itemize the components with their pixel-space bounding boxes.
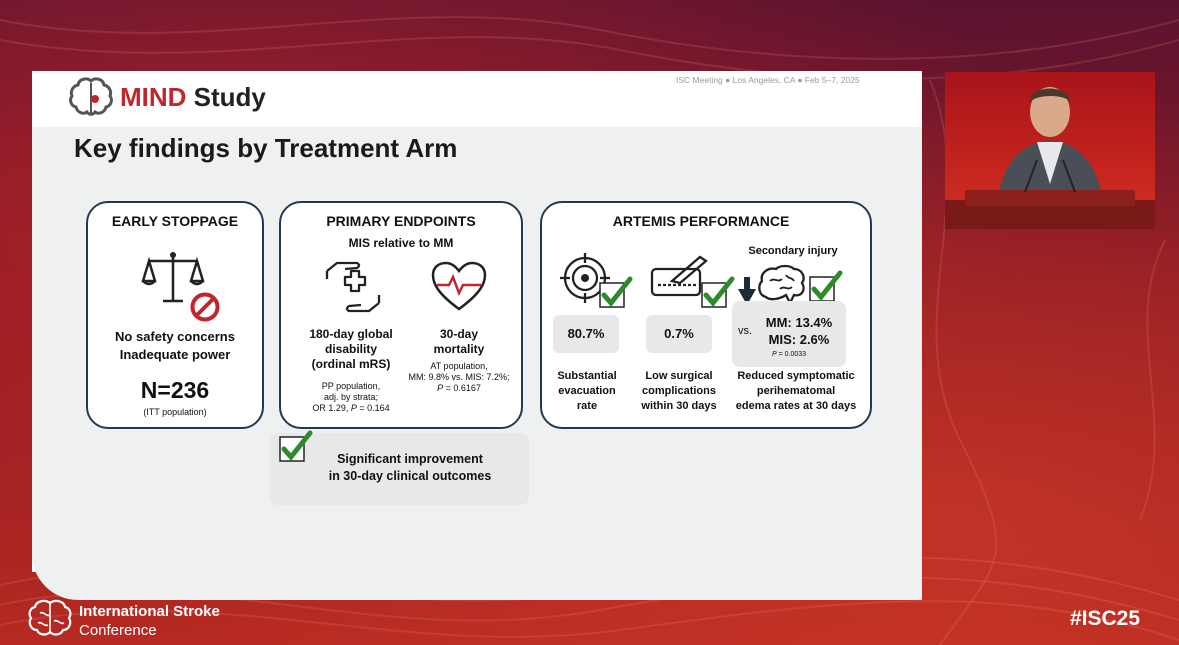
- mortality-detail3: P = 0.6167: [397, 383, 521, 394]
- hand-cross-icon: [325, 261, 381, 313]
- checkmark-icon: [599, 276, 633, 308]
- conference-name-line1: International Stroke: [79, 603, 220, 620]
- secondary-p-label: P: [771, 351, 777, 358]
- disability-or: OR 1.29,: [312, 403, 351, 413]
- speaker-figure: [945, 87, 1155, 229]
- scale-icon: [141, 252, 205, 303]
- primary-endpoints-subtitle: MIS relative to MM: [348, 236, 454, 250]
- conference-name-line2: Conference: [79, 622, 157, 639]
- mortality-p-label: P: [437, 383, 444, 393]
- early-stoppage-line1: No safety concerns: [115, 329, 235, 344]
- artemis-performance-box: ARTEMIS PERFORMANCE: [540, 201, 872, 429]
- early-stoppage-box: EARLY STOPPAGE No safety concerns Inadeq…: [86, 201, 264, 429]
- secondary-line3: edema rates at 30 days: [735, 400, 857, 412]
- significant-improvement-box: Significant improvement in 30-day clinic…: [270, 430, 529, 505]
- mm-rate: MM: 13.4%: [765, 315, 833, 330]
- evacuation-value: 80.7%: [553, 315, 619, 353]
- presentation-slide: MIND Study ISC Meeting ● Los Angeles, CA…: [32, 71, 922, 600]
- speaker-video: [945, 72, 1155, 229]
- mortality-title: 30-day mortality: [409, 327, 509, 357]
- secondary-line2: perihematomal: [756, 385, 836, 397]
- down-arrow-icon: [738, 277, 756, 305]
- vs-label: vs.: [738, 325, 753, 337]
- heart-rate-icon: [431, 261, 487, 311]
- checkmark-icon: [279, 430, 313, 462]
- checkmark-icon: [701, 276, 735, 308]
- target-icon: [560, 253, 610, 303]
- disability-p-value: = 0.164: [356, 403, 390, 413]
- significant-text: Significant improvement in 30-day clinic…: [310, 451, 510, 485]
- brain-icon: [758, 264, 805, 305]
- significant-line2: in 30-day clinical outcomes: [328, 469, 492, 483]
- itt-population: (ITT population): [143, 407, 207, 417]
- disability-p-label: P: [350, 403, 357, 413]
- primary-endpoints-title: PRIMARY ENDPOINTS: [326, 213, 476, 229]
- study-title-study: Study: [193, 82, 266, 112]
- hashtag: #ISC25: [1070, 607, 1141, 630]
- secondary-p-number: = 0.0033: [776, 351, 807, 358]
- early-stoppage-line2: Inadequate power: [119, 347, 231, 362]
- evacuation-caption: Substantial evacuation rate: [544, 369, 630, 414]
- n-value: N=236: [140, 377, 210, 403]
- mortality-line2: mortality: [433, 342, 485, 356]
- secondary-caption: Reduced symptomatic perihematomal edema …: [726, 369, 866, 414]
- mortality-detail2: MM: 9.8% vs. MIS: 7.2%;: [408, 372, 510, 382]
- disability-line1: 180-day global: [309, 327, 393, 341]
- meeting-info: ISC Meeting ● Los Angeles, CA ● Feb 5–7,…: [676, 75, 860, 85]
- surgical-caption: Low surgical complications within 30 day…: [634, 369, 724, 414]
- disability-title: 180-day global disability (ordinal mRS): [295, 327, 407, 372]
- checkmark-icon: [809, 270, 843, 302]
- disability-detail1: PP population,: [321, 381, 381, 391]
- slide-heading: Key findings by Treatment Arm: [74, 133, 458, 163]
- surgical-line1: Low surgical: [645, 370, 713, 382]
- study-title-mind: MIND: [120, 82, 187, 112]
- secondary-injury-panel: vs. MM: 13.4% MIS: 2.6% P = 0.0033: [732, 301, 846, 367]
- conference-name: International Stroke Conference: [79, 602, 220, 640]
- evacuation-line2: evacuation: [558, 385, 616, 397]
- surgical-line2: complications: [642, 385, 716, 397]
- isc-brain-logo-icon: [28, 599, 72, 636]
- disability-line3: (ordinal mRS): [311, 357, 391, 371]
- secondary-p-value: P = 0.0033: [754, 351, 824, 358]
- evacuation-line3: rate: [576, 400, 598, 412]
- no-sign-icon: [190, 292, 220, 322]
- artemis-title: ARTEMIS PERFORMANCE: [612, 213, 790, 229]
- surgical-value: 0.7%: [646, 315, 712, 353]
- disability-detail3: OR 1.29, P = 0.164: [295, 403, 407, 414]
- mortality-detail: AT population, MM: 9.8% vs. MIS: 7.2%; P…: [397, 361, 521, 394]
- brain-logo-icon: [69, 77, 113, 116]
- evacuation-line1: Substantial: [557, 370, 617, 382]
- mortality-detail1: AT population,: [430, 361, 488, 371]
- mis-rate: MIS: 2.6%: [768, 332, 830, 347]
- primary-endpoints-box: PRIMARY ENDPOINTS MIS relative to MM 180…: [279, 201, 523, 429]
- disability-line2: disability: [324, 342, 377, 356]
- scalpel-icon: [650, 255, 708, 297]
- study-title: MIND Study: [120, 82, 266, 113]
- secondary-line1: Reduced symptomatic: [737, 370, 855, 382]
- significant-line1: Significant improvement: [337, 452, 483, 466]
- early-stoppage-title: EARLY STOPPAGE: [111, 213, 239, 229]
- secondary-injury-label: Secondary injury: [748, 245, 838, 257]
- disability-detail: PP population, adj. by strata; OR 1.29, …: [295, 381, 407, 414]
- mortality-line1: 30-day: [439, 327, 479, 341]
- disability-detail2: adj. by strata;: [323, 392, 379, 402]
- mortality-p-value: = 0.6167: [443, 383, 481, 393]
- surgical-line3: within 30 days: [641, 400, 717, 412]
